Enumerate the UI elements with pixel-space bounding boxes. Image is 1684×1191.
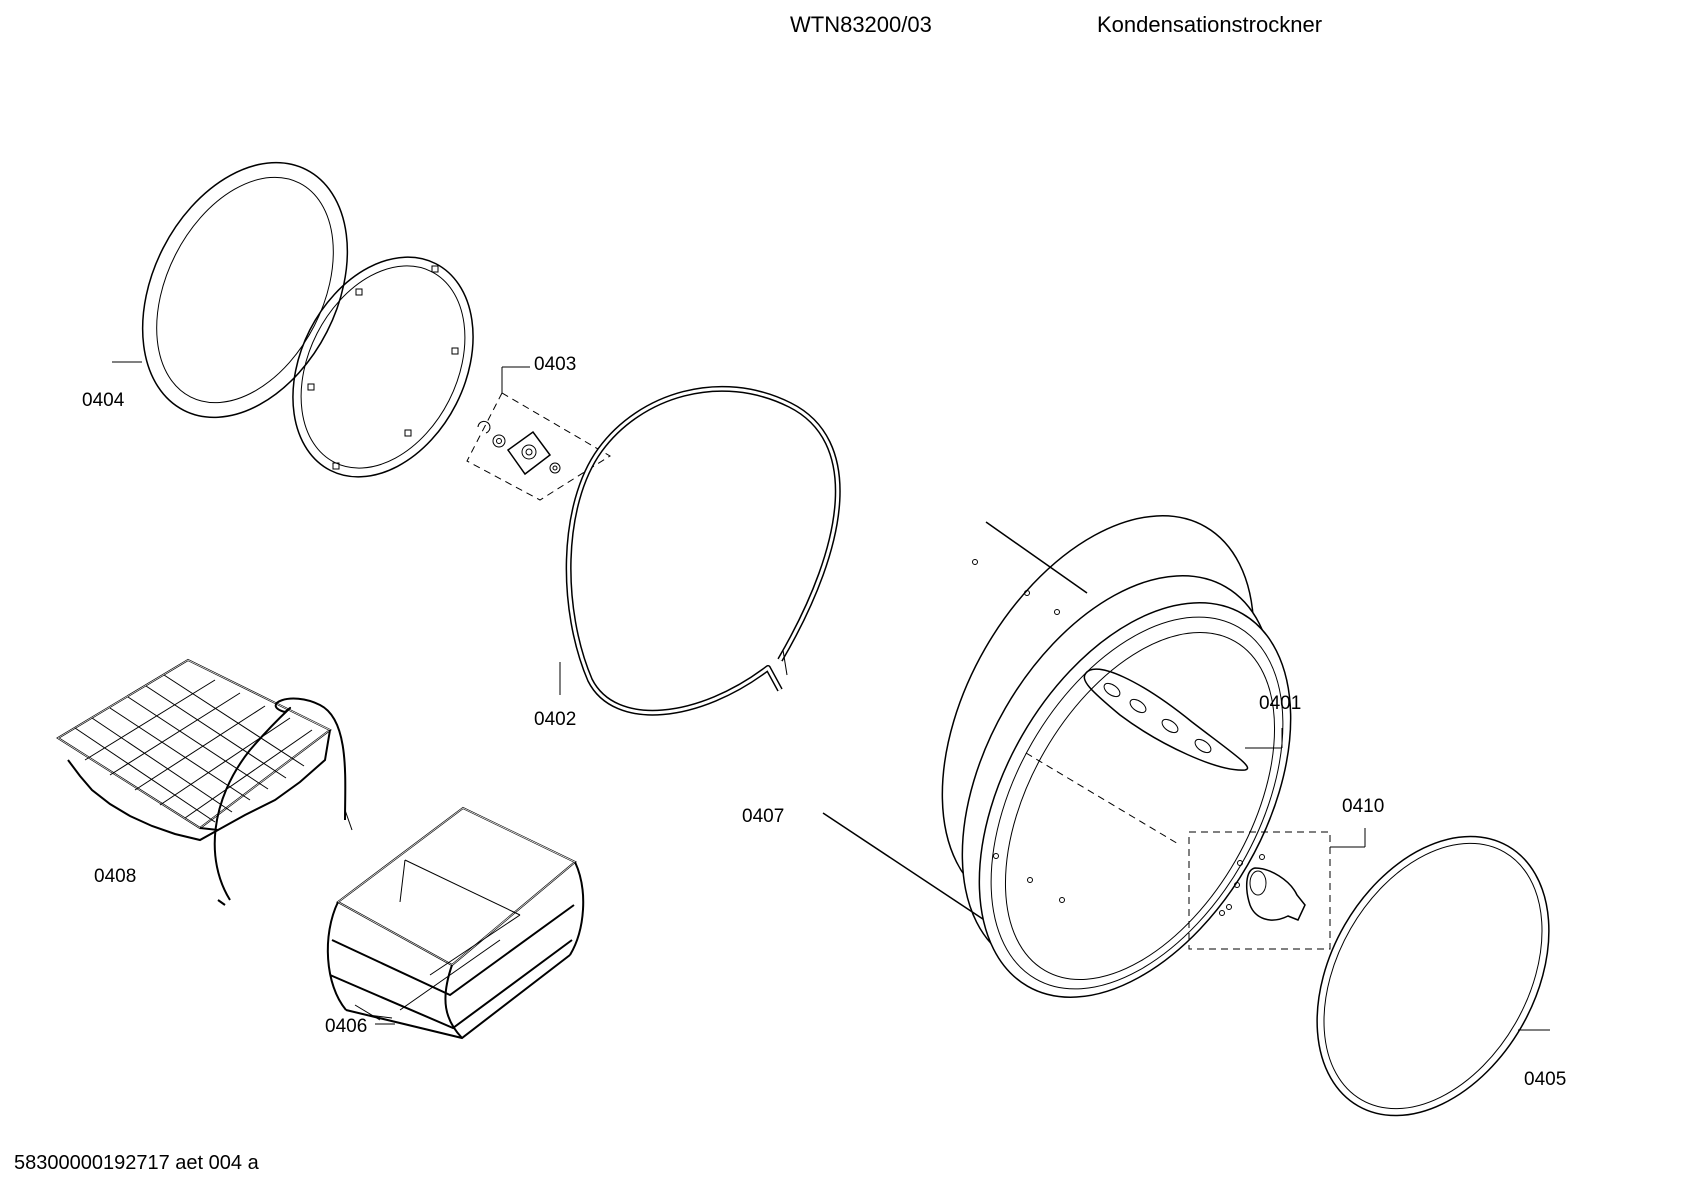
part-0408-drying-rack <box>56 658 353 906</box>
part-0406-drying-basket <box>326 806 585 1040</box>
part-0401-drum-paddle <box>1083 668 1283 771</box>
part-0407-drum <box>822 515 1292 998</box>
part-0404-door-ring <box>141 161 349 419</box>
part-label-0405: 0405 <box>1524 1069 1566 1090</box>
document-id: 58300000192717 aet 004 a <box>14 1152 259 1174</box>
model-number: WTN83200/03 <box>790 12 932 37</box>
part-label-0410: 0410 <box>1342 796 1384 817</box>
part-label-0408: 0408 <box>94 866 136 887</box>
part-label-0407: 0407 <box>742 806 784 827</box>
part-0410-shaft-kit <box>1188 828 1366 950</box>
leader-lines <box>112 361 788 1025</box>
part-0403-bearing-kit <box>466 366 611 501</box>
part-0405-rear-seal <box>1316 835 1550 1117</box>
part-label-0404: 0404 <box>82 390 125 411</box>
part-label-0401: 0401 <box>1259 693 1301 714</box>
appliance-description: Kondensationstrockner <box>1097 12 1323 37</box>
part-0402-drive-belt <box>559 385 841 716</box>
part-label-0406: 0406 <box>325 1016 367 1037</box>
part-label-0403: 0403 <box>534 354 576 375</box>
part-label-0402: 0402 <box>534 709 576 730</box>
part-0404-ring-frame <box>292 256 474 478</box>
